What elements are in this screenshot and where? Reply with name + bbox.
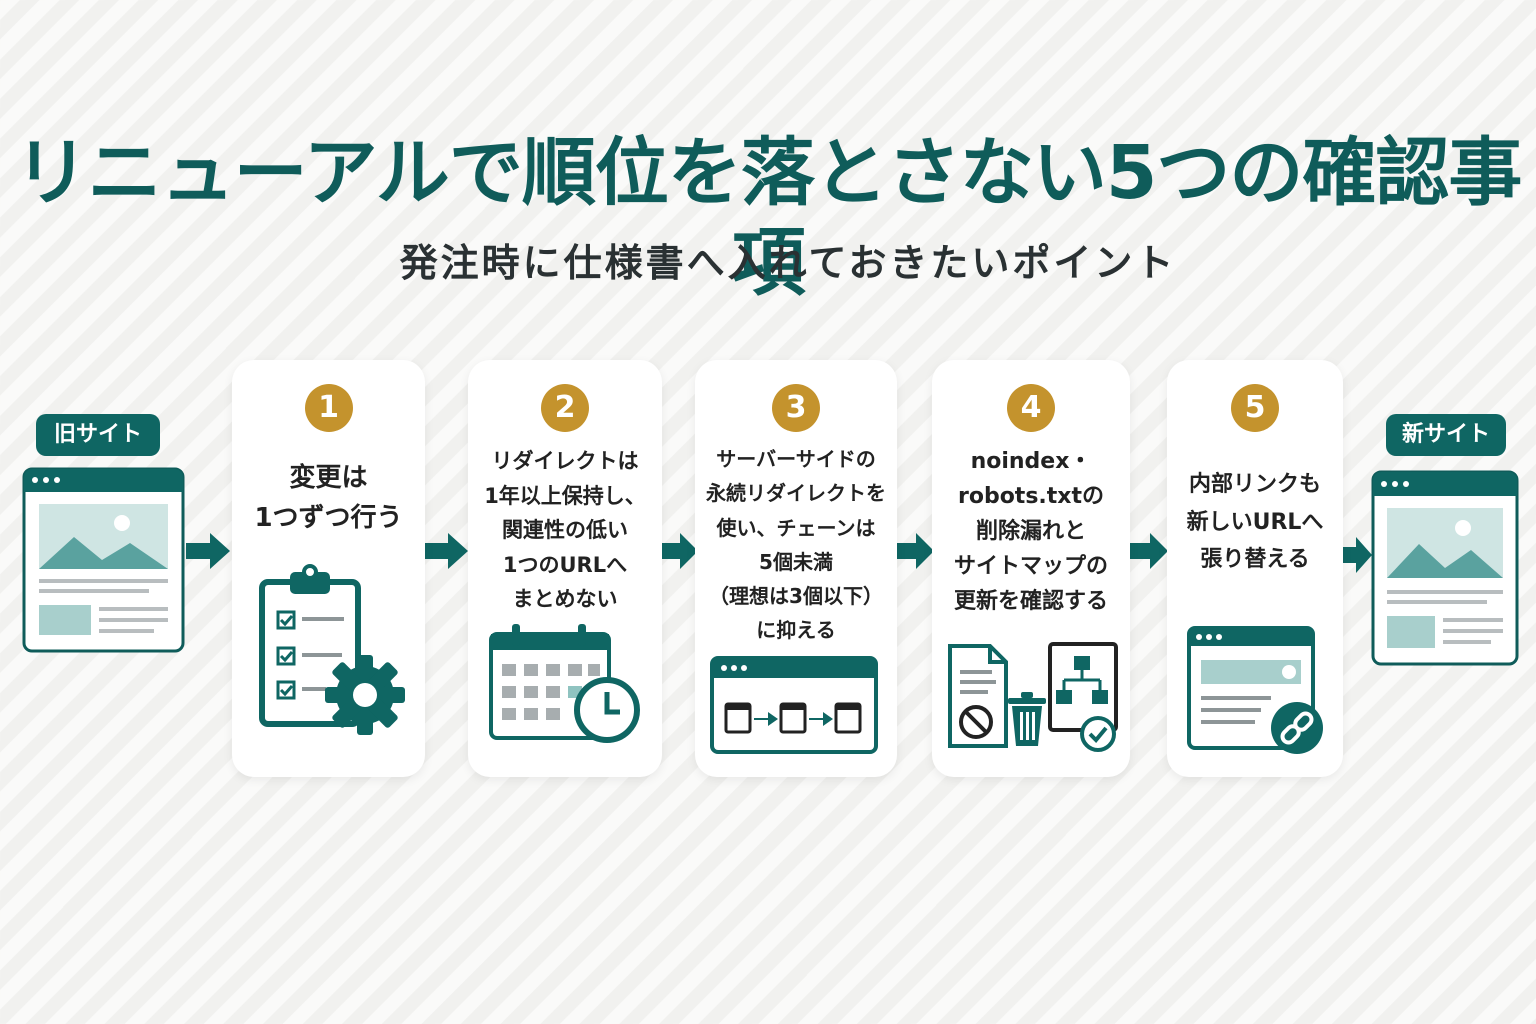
step-card-5: 5 内部リンクも 新しいURLへ 張り替える xyxy=(1167,360,1343,777)
step-number: 3 xyxy=(772,384,820,432)
step-number: 2 xyxy=(541,384,589,432)
calendar-clock-icon xyxy=(489,624,640,743)
step-number: 1 xyxy=(304,384,353,432)
step-card-3: 3 サーバーサイドの 永続リダイレクトを 使い、チェーンは 5個未満 （理想は3… xyxy=(695,360,897,777)
step-number: 4 xyxy=(1007,384,1055,432)
arrow-icon xyxy=(660,533,698,569)
redirect-chain-window-icon xyxy=(710,656,878,754)
clipboard-gear-icon xyxy=(259,564,405,735)
page-title: リニューアルで順位を落とさない5つの確認事項 xyxy=(14,130,1523,306)
arrow-icon xyxy=(424,533,468,569)
step-text: noindex・ robots.txtの 削除漏れと サイトマップの 更新を確認… xyxy=(953,449,1108,614)
step-card-4: 4 noindex・ robots.txtの 削除漏れと サイトマップの 更新を… xyxy=(932,360,1130,777)
arrow-icon xyxy=(186,533,230,569)
step-card-1: 1 変更は 1つずつ行う xyxy=(232,360,425,777)
arrow-icon xyxy=(1130,533,1168,569)
step-text: サーバーサイドの 永続リダイレクトを 使い、チェーンは 5個未満 （理想は3個以… xyxy=(706,447,886,643)
document-trash-sitemap-icon xyxy=(948,642,1118,752)
arrow-icon xyxy=(896,533,934,569)
page-subtitle: 発注時に仕様書へ入れておきたいポイント xyxy=(399,241,1177,285)
step-text: 内部リンクも 新しいURLへ 張り替える xyxy=(1186,472,1324,572)
browser-link-icon xyxy=(1187,626,1323,754)
old-site-badge: 旧サイト xyxy=(36,414,160,456)
new-site-badge: 新サイト xyxy=(1386,414,1506,456)
arrow-icon xyxy=(1342,537,1372,573)
new-site-window-icon xyxy=(1371,470,1519,666)
old-site-window-icon xyxy=(22,467,185,653)
step-number: 5 xyxy=(1231,384,1279,432)
step-text: 変更は 1つずつ行う xyxy=(254,463,403,533)
step-card-2: 2 リダイレクトは 1年以上保持し、 関連性の低い 1つのURLへ まとめない xyxy=(468,360,662,777)
step-text: リダイレクトは 1年以上保持し、 関連性の低い 1つのURLへ まとめない xyxy=(484,449,646,611)
